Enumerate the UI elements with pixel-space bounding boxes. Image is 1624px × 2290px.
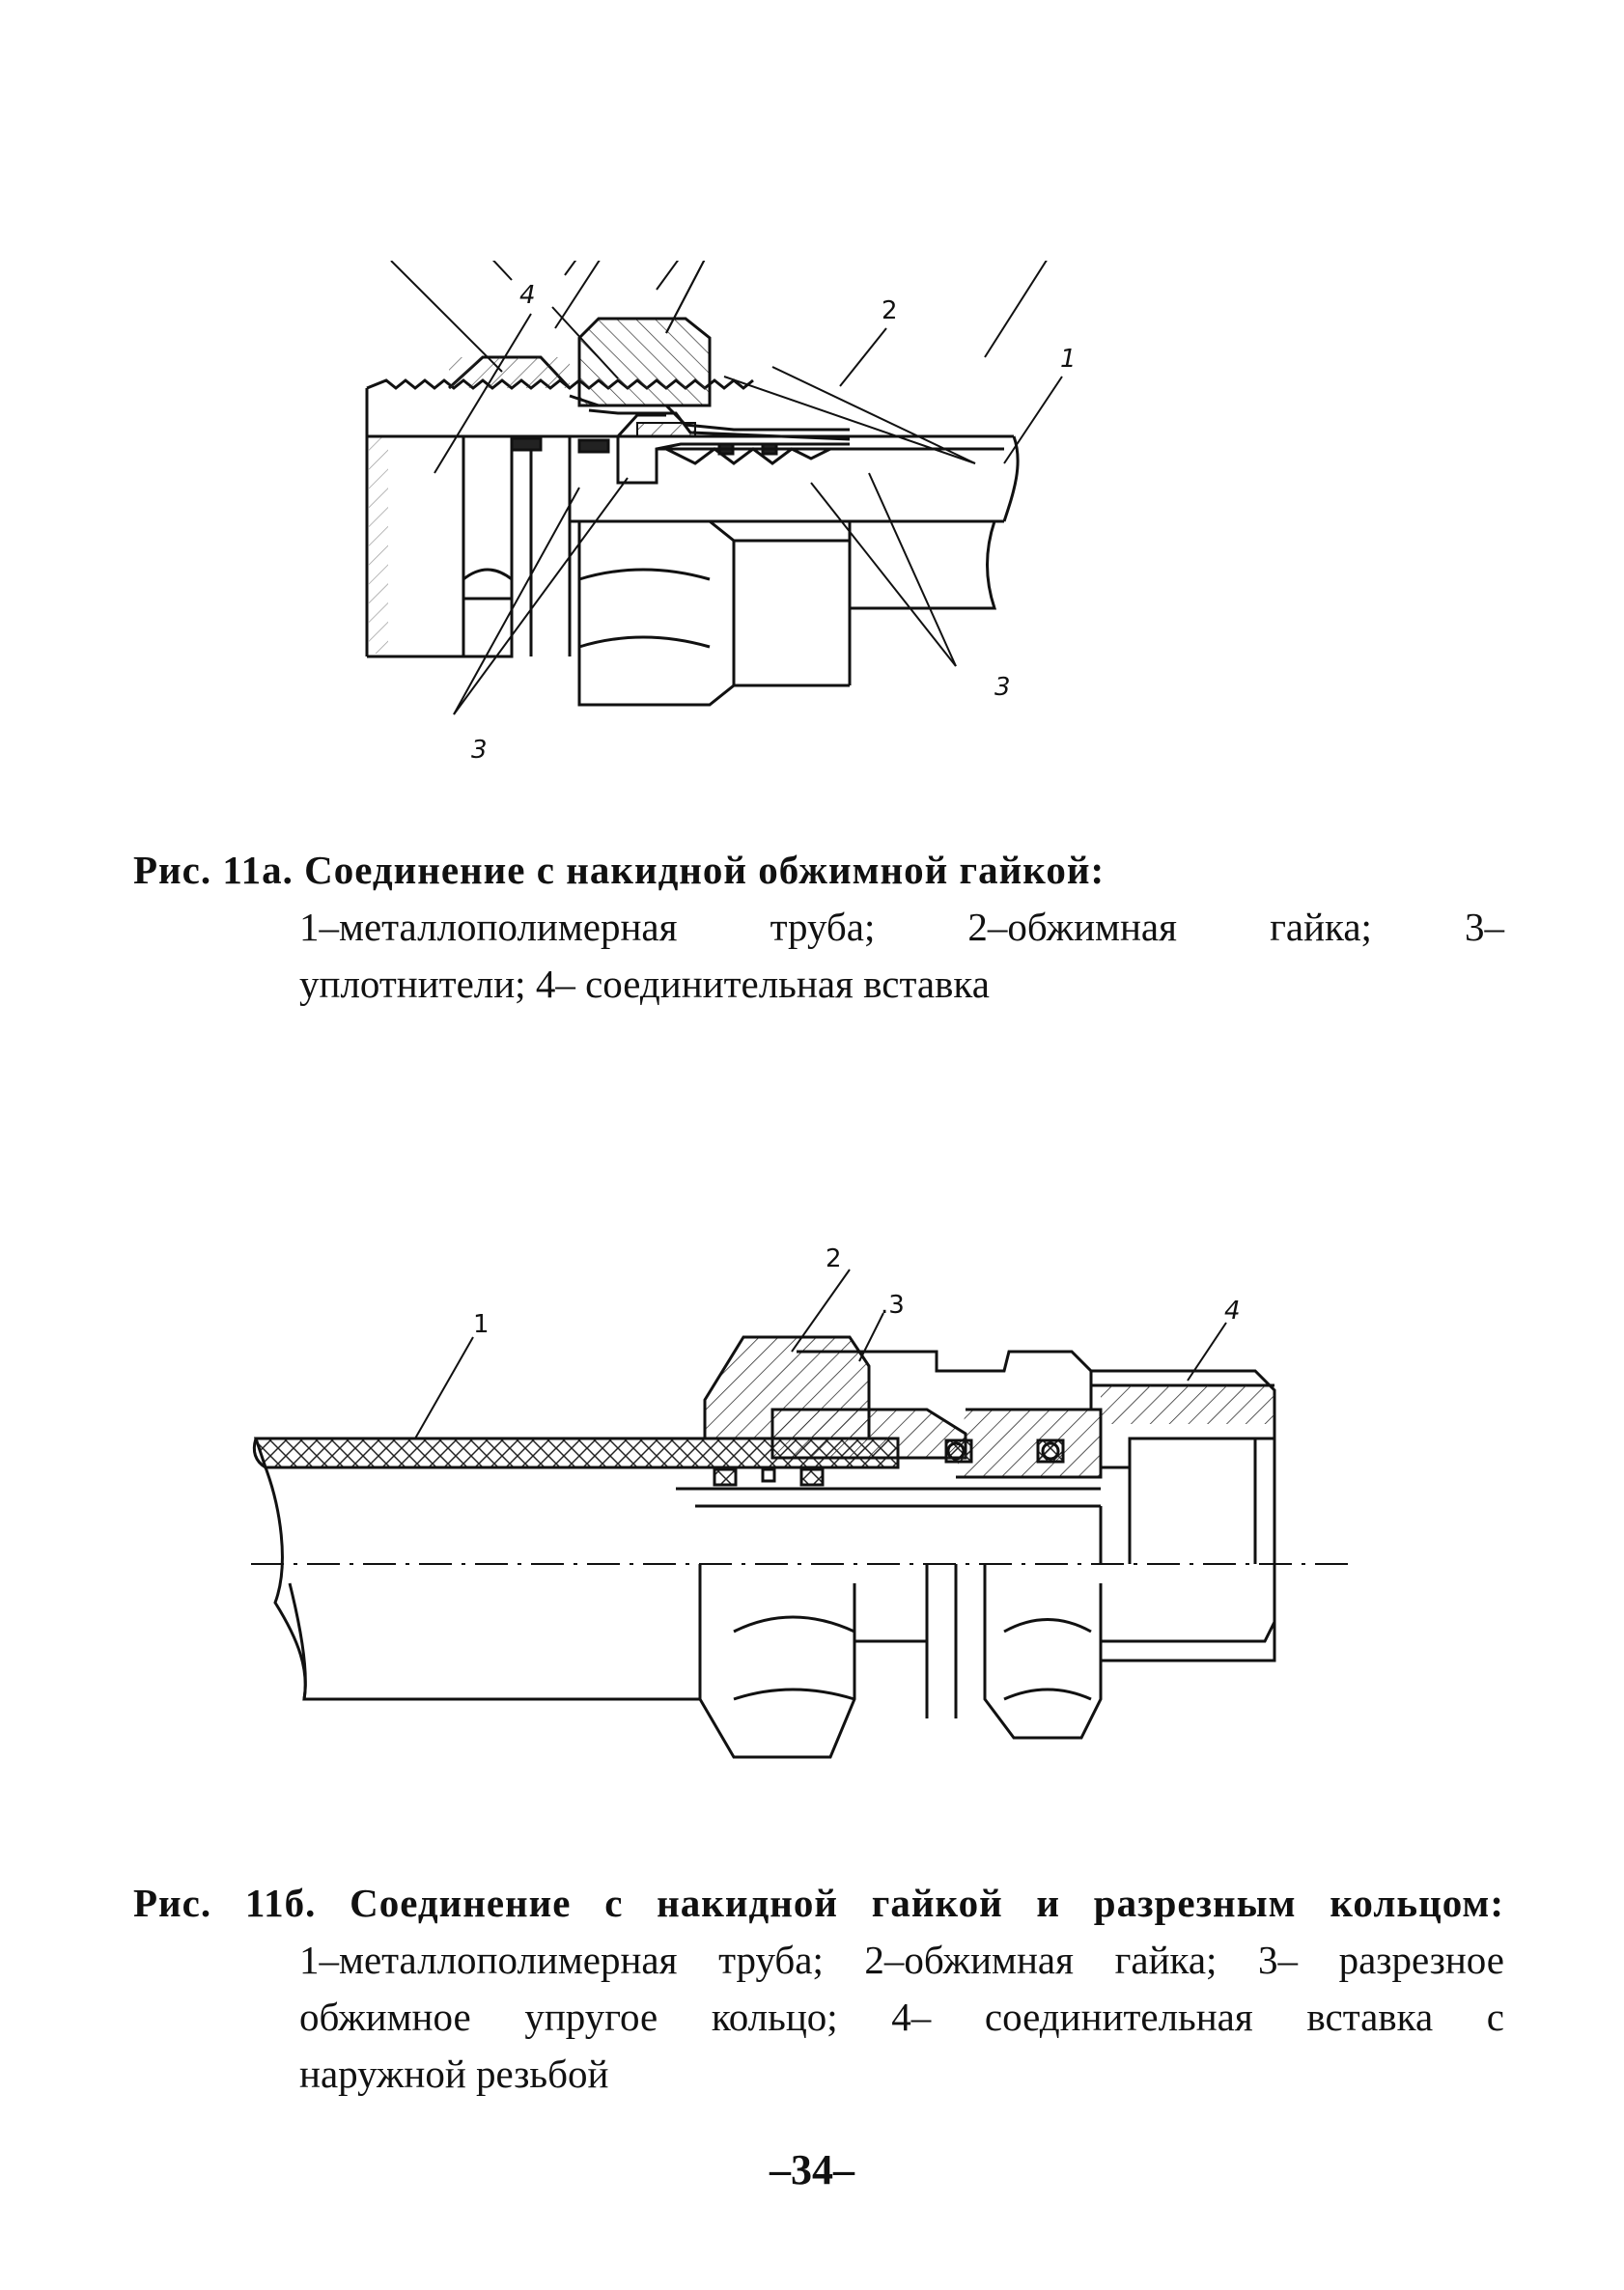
- figure-11a-caption-line-2: 1–металлополимерная труба; 2–обжимная га…: [299, 905, 1504, 949]
- figure-11b-drawing: 2 .3 1 4: [251, 1244, 1352, 1759]
- figure-11b-label-4: 4: [1224, 1297, 1241, 1326]
- figure-11a-label-1: 1: [1060, 345, 1077, 374]
- figure-11b-label-3: .3: [881, 1291, 905, 1320]
- figure-11a-label-3-right: 3: [994, 673, 1011, 702]
- figure-11a-caption-title: Рис. 11а. Соединение с накидной обжимной…: [133, 848, 1106, 892]
- figure-11a-label-3-left: 3: [471, 736, 488, 765]
- figure-11a-label-4: 4: [519, 281, 536, 310]
- figure-11b-caption-line-3: обжимное упругое кольцо; 4– соединительн…: [299, 1995, 1504, 2039]
- figure-11a-caption-line-3: уплотнители; 4– соединительная вставка: [299, 962, 990, 1006]
- figure-11b-caption-line-4: наружной резьбой: [299, 2052, 609, 2096]
- figure-11a-caption: Рис. 11а. Соединение с накидной обжимной…: [133, 842, 1504, 1013]
- figure-11b-label-2: 2: [826, 1244, 842, 1273]
- figure-11a-labels: 4 2 1 3 3: [453, 281, 1077, 765]
- figure-11b-label-1: 1: [473, 1310, 490, 1339]
- page-number: –34–: [770, 2146, 854, 2193]
- figure-11a-drawing: [365, 261, 1048, 707]
- figure-11b-caption: Рис. 11б. Соединение с накидной гайкой и…: [133, 1875, 1504, 2103]
- figure-11b-caption-title: Рис. 11б. Соединение с накидной гайкой и…: [133, 1881, 1504, 1925]
- figure-11a: [348, 261, 1081, 763]
- figure-11a-label-2: 2: [882, 296, 898, 325]
- figure-11b-caption-line-2: 1–металлополимерная труба; 2–обжимная га…: [299, 1938, 1504, 1982]
